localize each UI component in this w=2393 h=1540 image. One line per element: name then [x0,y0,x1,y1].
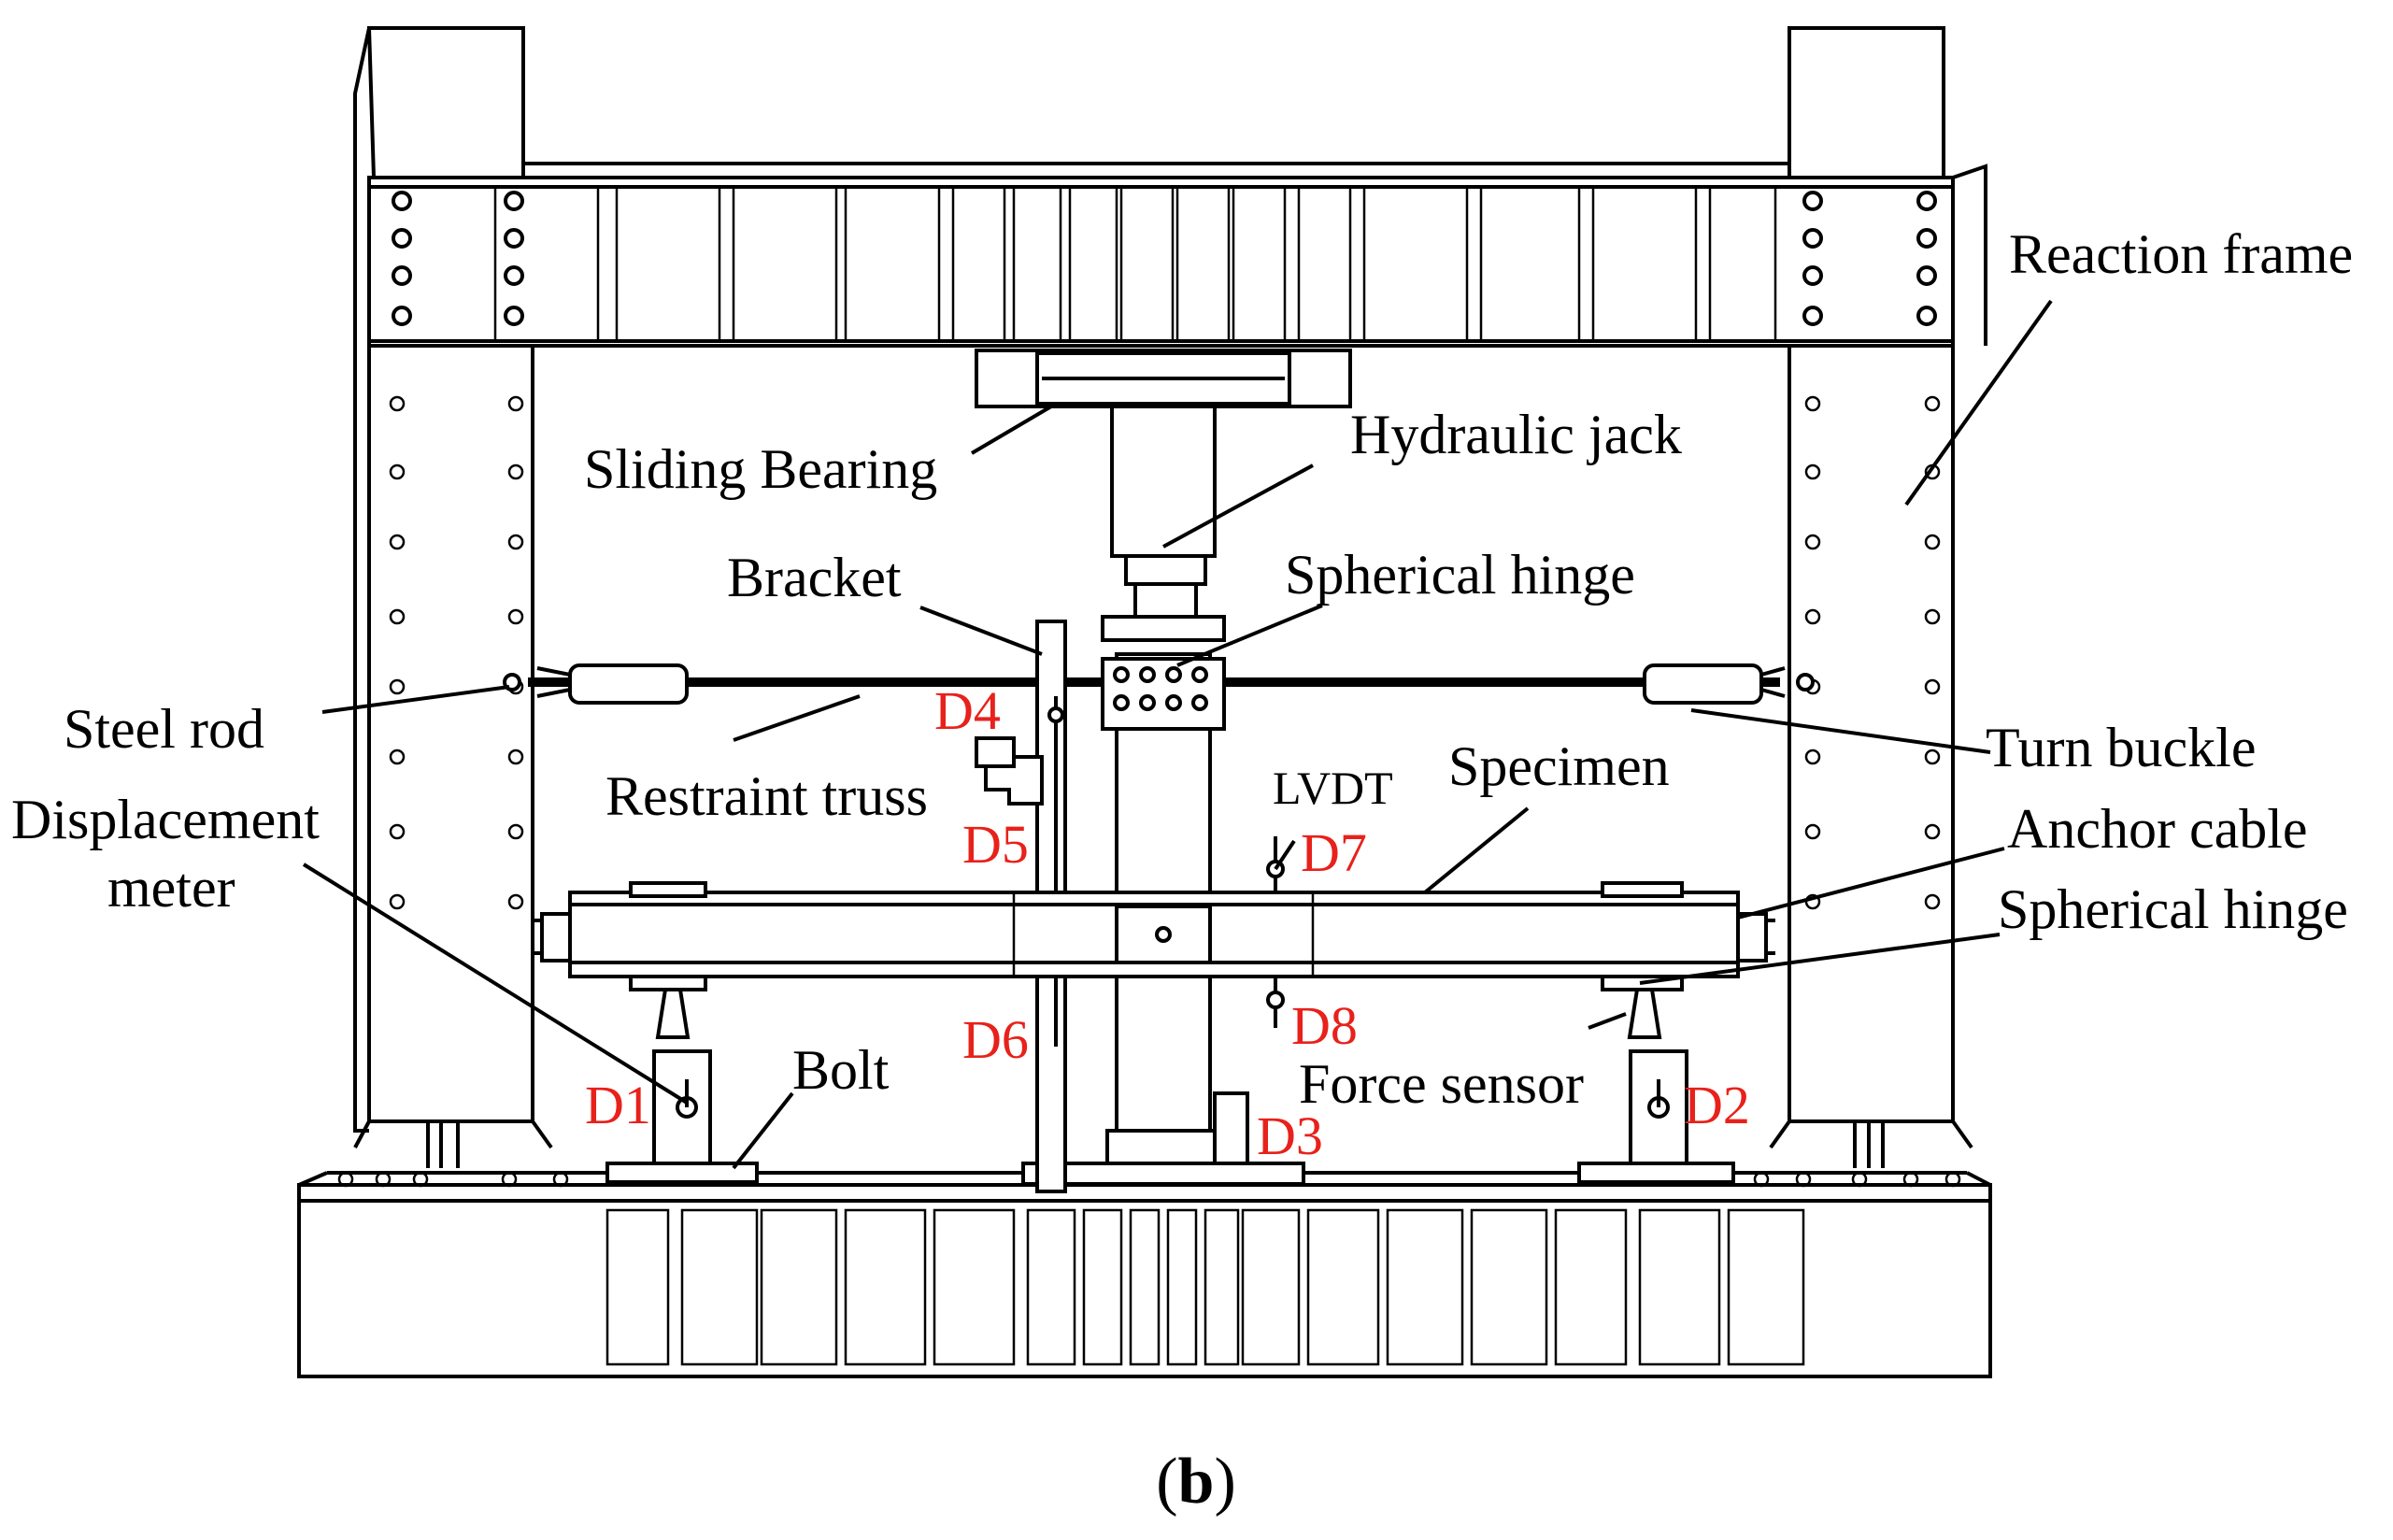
label-spherical-hinge-top: Spherical hinge [1285,544,1635,606]
caption-letter: b [1178,1446,1215,1518]
restraint-truss [503,657,1815,731]
reaction-frame [353,26,1987,1168]
gauge-d8: D8 [1291,995,1358,1056]
label-displacement-meter-line1: Displacement [11,789,320,850]
gauge-labels: D1 D2 D3 D4 D5 D6 D7 D8 [585,680,1750,1166]
lvdt-gauges [1047,696,1285,1047]
specimen [533,881,1775,991]
gauge-d3: D3 [1257,1105,1323,1166]
labels: Reaction frame Hydraulic jack Sliding Be… [11,223,2353,1115]
label-lvdt: LVDT [1273,762,1393,814]
gauge-d6: D6 [962,1009,1029,1070]
label-sliding-bearing: Sliding Bearing [584,438,937,500]
support-left [605,988,759,1184]
label-restraint-truss: Restraint truss [605,765,928,827]
label-bolt: Bolt [792,1039,890,1101]
label-force-sensor: Force sensor [1299,1053,1584,1115]
gauge-d2: D2 [1684,1075,1750,1135]
gauge-d7: D7 [1301,822,1367,883]
support-right [1577,988,1735,1184]
leader-lines [302,299,2053,1170]
label-spherical-hinge-bottom: Spherical hinge [1998,878,2348,940]
figure-caption: (b) [1156,1446,1236,1518]
gauge-d4: D4 [934,680,1001,741]
caption-open-paren: ( [1156,1446,1177,1518]
label-steel-rod: Steel rod [64,698,264,760]
label-reaction-frame: Reaction frame [2009,223,2353,285]
label-bracket: Bracket [727,547,902,608]
gauge-d5: D5 [962,814,1029,875]
label-anchor-cable: Anchor cable [2007,798,2308,860]
label-turn-buckle: Turn buckle [1986,717,2256,778]
label-displacement-meter-line2: meter [107,857,235,919]
gauge-d1: D1 [585,1075,651,1135]
base-beam [297,1171,1992,1378]
label-hydraulic-jack: Hydraulic jack [1350,404,1682,465]
label-specimen: Specimen [1448,735,1670,797]
caption-close-paren: ) [1214,1446,1235,1518]
